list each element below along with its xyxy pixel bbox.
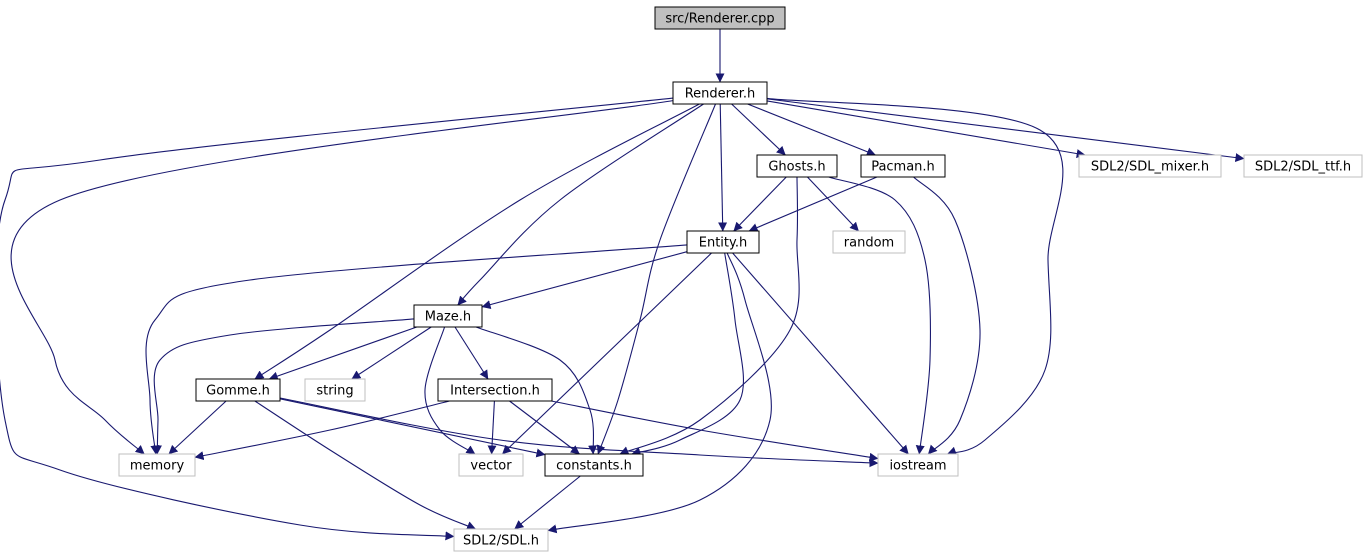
node-sdl-ttf: SDL2/SDL_ttf.h: [1243, 154, 1363, 178]
edge-ghosts-h-to-random: [807, 176, 859, 232]
node-box-vector: [458, 453, 524, 477]
node-ghosts-h[interactable]: Ghosts.h: [756, 154, 838, 178]
edge-renderer-h-to-iostream: [766, 97, 1064, 456]
edge-entity-h-to-iostream: [732, 252, 909, 455]
node-label-sdl-h: SDL2/SDL.h: [463, 534, 539, 549]
node-vector: vector: [458, 453, 524, 477]
node-box-memory: [118, 453, 196, 477]
node-box-constants-h: [544, 453, 644, 477]
node-sdl-h: SDL2/SDL.h: [453, 528, 549, 552]
node-box-renderer-h: [672, 81, 768, 105]
node-box-maze-h: [413, 304, 483, 328]
node-label-ghosts-h: Ghosts.h: [768, 160, 825, 175]
node-maze-h[interactable]: Maze.h: [413, 304, 483, 328]
edges-layer: [0, 29, 1245, 541]
node-entity-h[interactable]: Entity.h: [686, 230, 760, 254]
node-label-maze-h: Maze.h: [425, 310, 471, 325]
node-label-entity-h: Entity.h: [699, 236, 747, 251]
node-intersection-h[interactable]: Intersection.h: [437, 378, 553, 402]
edge-entity-h-to-constants-h: [631, 252, 744, 456]
edge-maze-h-to-intersection-h: [454, 326, 489, 380]
edge-renderer-h-to-maze-h: [457, 103, 704, 306]
edge-renderer-h-to-sdl-h: [0, 97, 674, 541]
edge-renderer-h-to-sdl-mixer: [766, 100, 1086, 159]
edge-ghosts-h-to-constants-h: [619, 176, 800, 455]
node-label-constants-h: constants.h: [556, 459, 632, 474]
edge-renderer-h-to-pacman-h: [747, 103, 876, 157]
node-label-intersection-h: Intersection.h: [450, 384, 540, 399]
node-box-root: [654, 6, 786, 30]
edge-gomme-h-to-memory: [168, 400, 227, 455]
node-string: string: [304, 378, 366, 402]
edge-maze-h-to-vector: [424, 326, 476, 455]
node-label-iostream: iostream: [889, 459, 946, 474]
edge-gomme-h-to-constants-h: [279, 398, 546, 458]
edge-pacman-h-to-entity-h: [748, 176, 878, 232]
node-box-gomme-h: [195, 378, 281, 402]
node-label-sdl-ttf: SDL2/SDL_ttf.h: [1255, 160, 1351, 175]
node-box-intersection-h: [437, 378, 553, 402]
edge-gomme-h-to-iostream: [279, 397, 879, 468]
node-label-root: src/Renderer.cpp: [665, 12, 774, 27]
node-label-memory: memory: [130, 459, 185, 474]
edge-intersection-h-to-memory: [194, 400, 450, 461]
node-box-sdl-mixer: [1078, 154, 1222, 178]
edge-maze-h-to-gomme-h: [268, 326, 417, 381]
node-label-renderer-h: Renderer.h: [685, 87, 756, 102]
edge-renderer-h-to-gomme-h: [254, 103, 700, 380]
edge-ghosts-h-to-entity-h: [733, 176, 787, 232]
edge-renderer-h-to-constants-h: [596, 103, 717, 455]
node-sdl-mixer: SDL2/SDL_mixer.h: [1078, 154, 1222, 178]
edge-renderer-h-to-ghosts-h: [731, 103, 786, 156]
edge-renderer-h-to-sdl-ttf: [766, 98, 1245, 163]
node-iostream: iostream: [877, 453, 959, 477]
node-box-pacman-h: [860, 154, 946, 178]
node-renderer-h[interactable]: Renderer.h: [672, 81, 768, 105]
edge-intersection-h-to-constants-h: [509, 400, 580, 455]
edge-constants-h-to-sdl-h: [514, 475, 581, 530]
node-pacman-h[interactable]: Pacman.h: [860, 154, 946, 178]
node-label-vector: vector: [470, 459, 512, 474]
edge-maze-h-to-constants-h: [475, 326, 598, 455]
node-memory: memory: [118, 453, 196, 477]
edge-maze-h-to-string: [351, 326, 432, 380]
node-label-gomme-h: Gomme.h: [206, 384, 270, 399]
edge-entity-h-to-sdl-h: [547, 252, 772, 534]
node-root[interactable]: src/Renderer.cpp: [654, 6, 786, 30]
edge-entity-h-to-maze-h: [481, 251, 688, 309]
node-box-iostream: [877, 453, 959, 477]
node-box-sdl-ttf: [1243, 154, 1363, 178]
edge-intersection-h-to-iostream: [551, 400, 879, 462]
edge-entity-h-to-memory: [145, 244, 688, 455]
node-box-sdl-h: [453, 528, 549, 552]
node-label-random: random: [844, 236, 894, 251]
node-box-string: [304, 378, 366, 402]
node-label-pacman-h: Pacman.h: [871, 160, 935, 175]
node-constants-h[interactable]: constants.h: [544, 453, 644, 477]
node-box-ghosts-h: [756, 154, 838, 178]
node-random: random: [832, 230, 906, 254]
edge-renderer-h-to-memory: [10, 100, 674, 455]
edge-renderer-h-to-entity-h: [718, 103, 728, 232]
edge-ghosts-h-to-iostream: [828, 176, 931, 455]
node-gomme-h[interactable]: Gomme.h: [195, 378, 281, 402]
node-label-sdl-mixer: SDL2/SDL_mixer.h: [1091, 160, 1209, 175]
edge-entity-h-to-vector: [502, 252, 712, 455]
node-box-entity-h: [686, 230, 760, 254]
edge-maze-h-to-memory: [152, 318, 415, 455]
edge-pacman-h-to-iostream: [913, 176, 981, 455]
edge-intersection-h-to-vector: [487, 400, 497, 455]
node-box-random: [832, 230, 906, 254]
node-label-string: string: [316, 384, 353, 399]
edge-gomme-h-to-sdl-h: [254, 400, 476, 530]
